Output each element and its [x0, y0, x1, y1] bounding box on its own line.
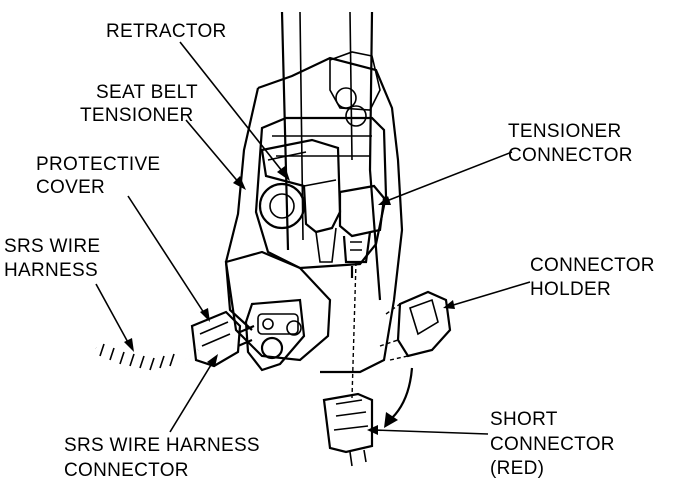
leader-lines: [95, 41, 531, 435]
label-cover: COVER: [36, 177, 105, 198]
labels: RETRACTOR SEAT BELT TENSIONER PROTECTIVE…: [4, 21, 655, 481]
label-srs-harness-connector-2: CONNECTOR: [64, 460, 189, 481]
retractor-body: [254, 105, 388, 270]
label-retractor: RETRACTOR: [106, 21, 227, 42]
label-protective: PROTECTIVE: [36, 154, 160, 175]
srs-wire-harness-connector: [190, 310, 255, 368]
pillar: [224, 11, 404, 374]
label-tensioner: TENSIONER: [80, 105, 194, 126]
label-seat-belt: SEAT BELT: [96, 82, 198, 103]
label-connector-holder-1: CONNECTOR: [530, 255, 655, 276]
label-short-connector-2: CONNECTOR: [490, 434, 615, 455]
lower-mount: [224, 250, 332, 372]
tensioner-connector: [338, 184, 386, 264]
label-harness: HARNESS: [4, 260, 98, 281]
srs-wire-harness: [95, 343, 199, 371]
short-connector: [322, 392, 374, 467]
label-connector-holder-2: HOLDER: [530, 279, 611, 300]
label-tensioner-connector-2: CONNECTOR: [508, 145, 633, 166]
label-srs-wire: SRS WIRE: [4, 236, 100, 257]
label-short-connector-1: SHORT: [490, 409, 558, 430]
label-tensioner-connector-1: TENSIONER: [508, 121, 622, 142]
connector-holder: [379, 290, 452, 361]
tensioner-block: [260, 138, 342, 263]
curved-arrow: [384, 367, 414, 428]
connection-guide-line: [351, 261, 357, 399]
label-srs-harness-connector-1: SRS WIRE HARNESS: [64, 435, 260, 456]
label-short-connector-3: (RED): [490, 458, 544, 479]
